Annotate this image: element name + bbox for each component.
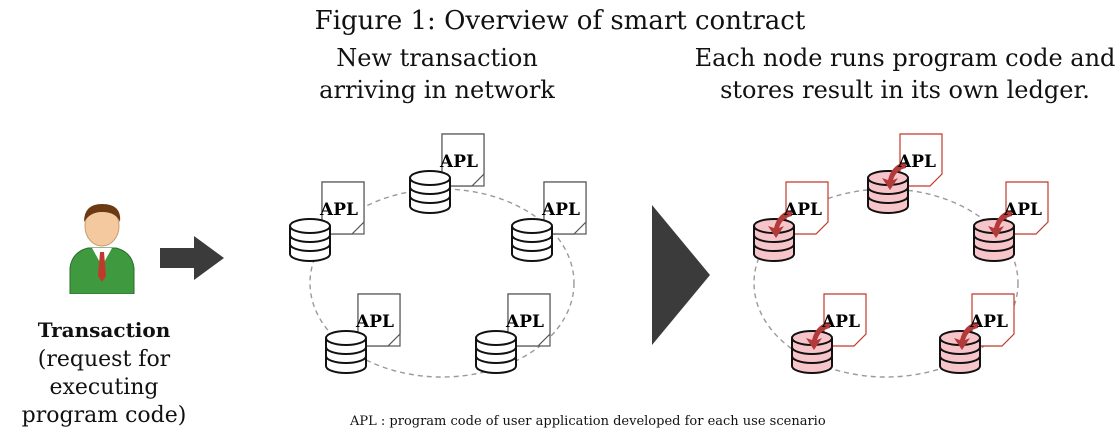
node-right-4: APL [791,293,867,374]
right-caption-line-1: Each node runs program code and [694,44,1116,72]
node-right-3: APL [973,181,1049,262]
apl-label: APL [541,200,580,220]
chevron-right-icon [652,205,710,345]
node-mid-2: APL [289,181,365,262]
node-mid-4: APL [325,293,401,374]
apl-label: APL [439,152,478,172]
middle-caption-line-1: New transaction [336,44,538,72]
right-caption-line-2: stores result in its own ledger. [720,76,1090,104]
figure-title: Figure 1: Overview of smart contract [314,6,806,36]
transaction-desc-line-2: program code) [21,403,187,428]
node-right-5: APL [939,293,1015,374]
right-arrow-icon [160,236,224,280]
node-mid-1: APL [409,133,485,214]
middle-caption-line-2: arriving in network [319,76,555,104]
node-mid-3: APL [511,181,587,262]
user-icon [69,204,135,294]
transaction-desc-line-1: (request for executing [37,347,171,400]
middle-caption: New transaction arriving in network [268,42,606,106]
apl-label: APL [355,312,394,332]
node-right-2: APL [753,181,829,262]
node-right-1: APL [867,133,943,214]
apl-label: APL [821,312,860,332]
apl-label: APL [897,152,936,172]
transaction-title: Transaction [37,318,171,342]
apl-label: APL [1003,200,1042,220]
node-mid-5: APL [475,293,551,374]
apl-label: APL [319,200,358,220]
apl-label: APL [505,312,544,332]
transaction-description: (request for executing program code) [0,346,208,430]
right-caption: Each node runs program code and stores r… [690,42,1120,106]
apl-label: APL [783,200,822,220]
apl-label: APL [969,312,1008,332]
footnote: APL : program code of user application d… [350,414,826,429]
